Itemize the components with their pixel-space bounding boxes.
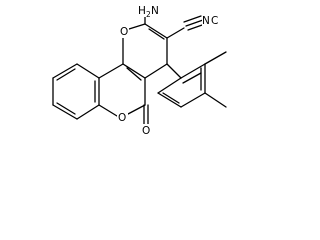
bond <box>52 104 78 120</box>
bond <box>166 63 182 79</box>
bond <box>52 63 78 79</box>
bond <box>144 23 168 39</box>
atom-labels: H 2 N N C O O O <box>117 4 220 137</box>
carbonyl-oxygen-label: O <box>142 125 150 137</box>
bond <box>182 72 202 84</box>
nitrile-c-label: C <box>211 15 218 27</box>
bond <box>128 23 146 30</box>
bond <box>204 92 227 108</box>
bond <box>148 28 165 40</box>
nitrile-n-label: N <box>202 15 210 27</box>
bond <box>122 63 146 79</box>
bond <box>180 63 206 79</box>
bond <box>98 104 118 117</box>
amino-h-label: H <box>138 5 146 17</box>
bond <box>185 19 204 27</box>
bond <box>76 63 100 79</box>
bond <box>166 27 185 39</box>
bond <box>126 67 142 81</box>
bond <box>127 104 146 115</box>
lactone-oxygen-label: O <box>118 112 126 124</box>
amino-subscript-label: 2 <box>146 10 151 19</box>
pyran-oxygen-label: O <box>120 26 128 38</box>
bond <box>204 51 227 65</box>
amino-n-label: N <box>151 5 159 17</box>
bond <box>98 63 124 79</box>
bond <box>76 104 100 120</box>
bond <box>180 92 206 108</box>
bond <box>183 15 202 23</box>
bond <box>56 68 76 81</box>
bond <box>162 92 180 104</box>
bond <box>157 77 182 94</box>
molecule-drawing: H 2 N N C O O O <box>52 4 227 137</box>
bond <box>144 63 168 79</box>
bond <box>56 102 76 115</box>
bonds <box>52 15 227 125</box>
bond <box>157 92 182 108</box>
